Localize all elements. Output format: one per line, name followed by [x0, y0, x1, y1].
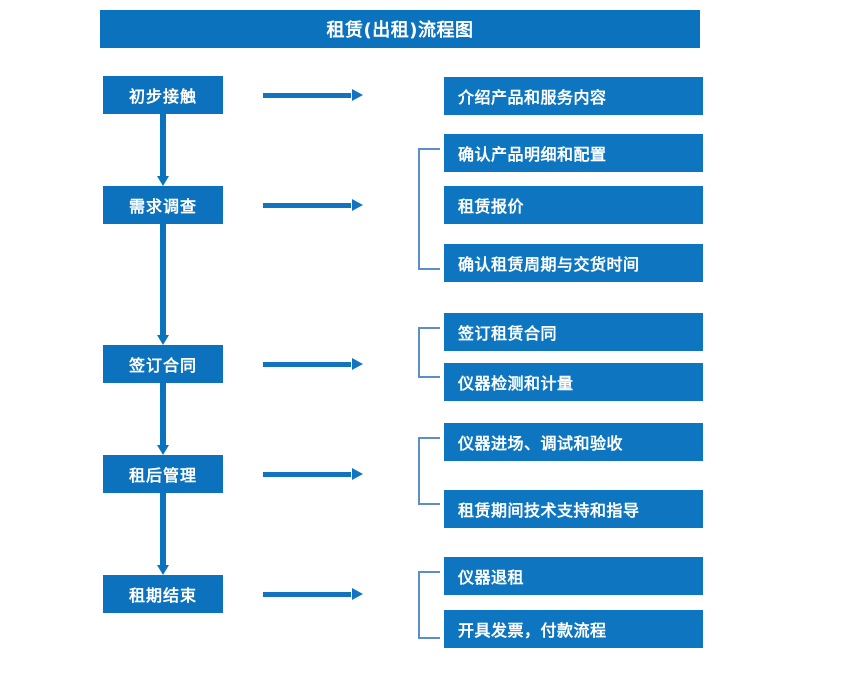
stage-label: 需求调查	[128, 197, 197, 216]
detail-label: 仪器检测和计量	[458, 374, 574, 393]
detail-box-instrument-entry-commissioning[interactable]: 仪器进场、调试和验收	[444, 423, 703, 461]
stage-box-needs-survey[interactable]: 需求调查	[103, 186, 223, 224]
stage-box-sign-contract[interactable]: 签订合同	[103, 345, 223, 383]
bracket-group-contract	[418, 327, 440, 378]
right-arrow-icon-5	[263, 588, 363, 600]
right-arrow-icon-2	[263, 199, 363, 211]
detail-label: 确认租赁周期与交货时间	[458, 255, 640, 274]
bracket-group-end	[418, 571, 440, 639]
bracket-group-after-rent	[418, 437, 440, 505]
stage-label: 租期结束	[128, 586, 197, 605]
detail-box-confirm-period-delivery[interactable]: 确认租赁周期与交货时间	[444, 244, 703, 282]
detail-label: 开具发票，付款流程	[458, 621, 607, 640]
detail-box-rental-quote[interactable]: 租赁报价	[444, 186, 703, 224]
detail-label: 租赁期间技术支持和指导	[458, 501, 640, 520]
detail-label: 仪器进场、调试和验收	[458, 434, 624, 453]
down-arrow-icon-4	[157, 493, 169, 575]
detail-box-confirm-product-spec[interactable]: 确认产品明细和配置	[444, 134, 703, 172]
detail-label: 租赁报价	[458, 197, 525, 216]
page-title: 租赁(出租)流程图	[100, 10, 700, 48]
detail-box-instrument-inspection[interactable]: 仪器检测和计量	[444, 363, 703, 401]
detail-label: 仪器退租	[458, 568, 525, 587]
detail-box-sign-rental-contract[interactable]: 签订租赁合同	[444, 313, 703, 351]
stage-box-initial-contact[interactable]: 初步接触	[103, 76, 223, 114]
detail-box-instrument-return[interactable]: 仪器退租	[444, 557, 703, 595]
stage-box-post-rent-management[interactable]: 租后管理	[103, 455, 223, 493]
stage-box-rental-end[interactable]: 租期结束	[103, 575, 223, 613]
detail-label: 介绍产品和服务内容	[458, 88, 607, 107]
bracket-group-needs	[418, 148, 440, 270]
stage-label: 签订合同	[128, 356, 197, 375]
stage-label: 租后管理	[128, 466, 197, 485]
stage-label: 初步接触	[128, 87, 197, 106]
detail-box-introduce-products[interactable]: 介绍产品和服务内容	[444, 77, 703, 115]
down-arrow-icon-2	[157, 224, 169, 345]
right-arrow-icon-3	[263, 358, 363, 370]
down-arrow-icon-3	[157, 383, 169, 455]
detail-label: 确认产品明细和配置	[458, 145, 607, 164]
right-arrow-icon-1	[263, 89, 363, 101]
down-arrow-icon-1	[157, 114, 169, 186]
detail-box-technical-support[interactable]: 租赁期间技术支持和指导	[444, 490, 703, 528]
detail-label: 签订租赁合同	[458, 324, 558, 343]
right-arrow-icon-4	[263, 468, 363, 480]
detail-box-invoice-payment[interactable]: 开具发票，付款流程	[444, 610, 703, 648]
